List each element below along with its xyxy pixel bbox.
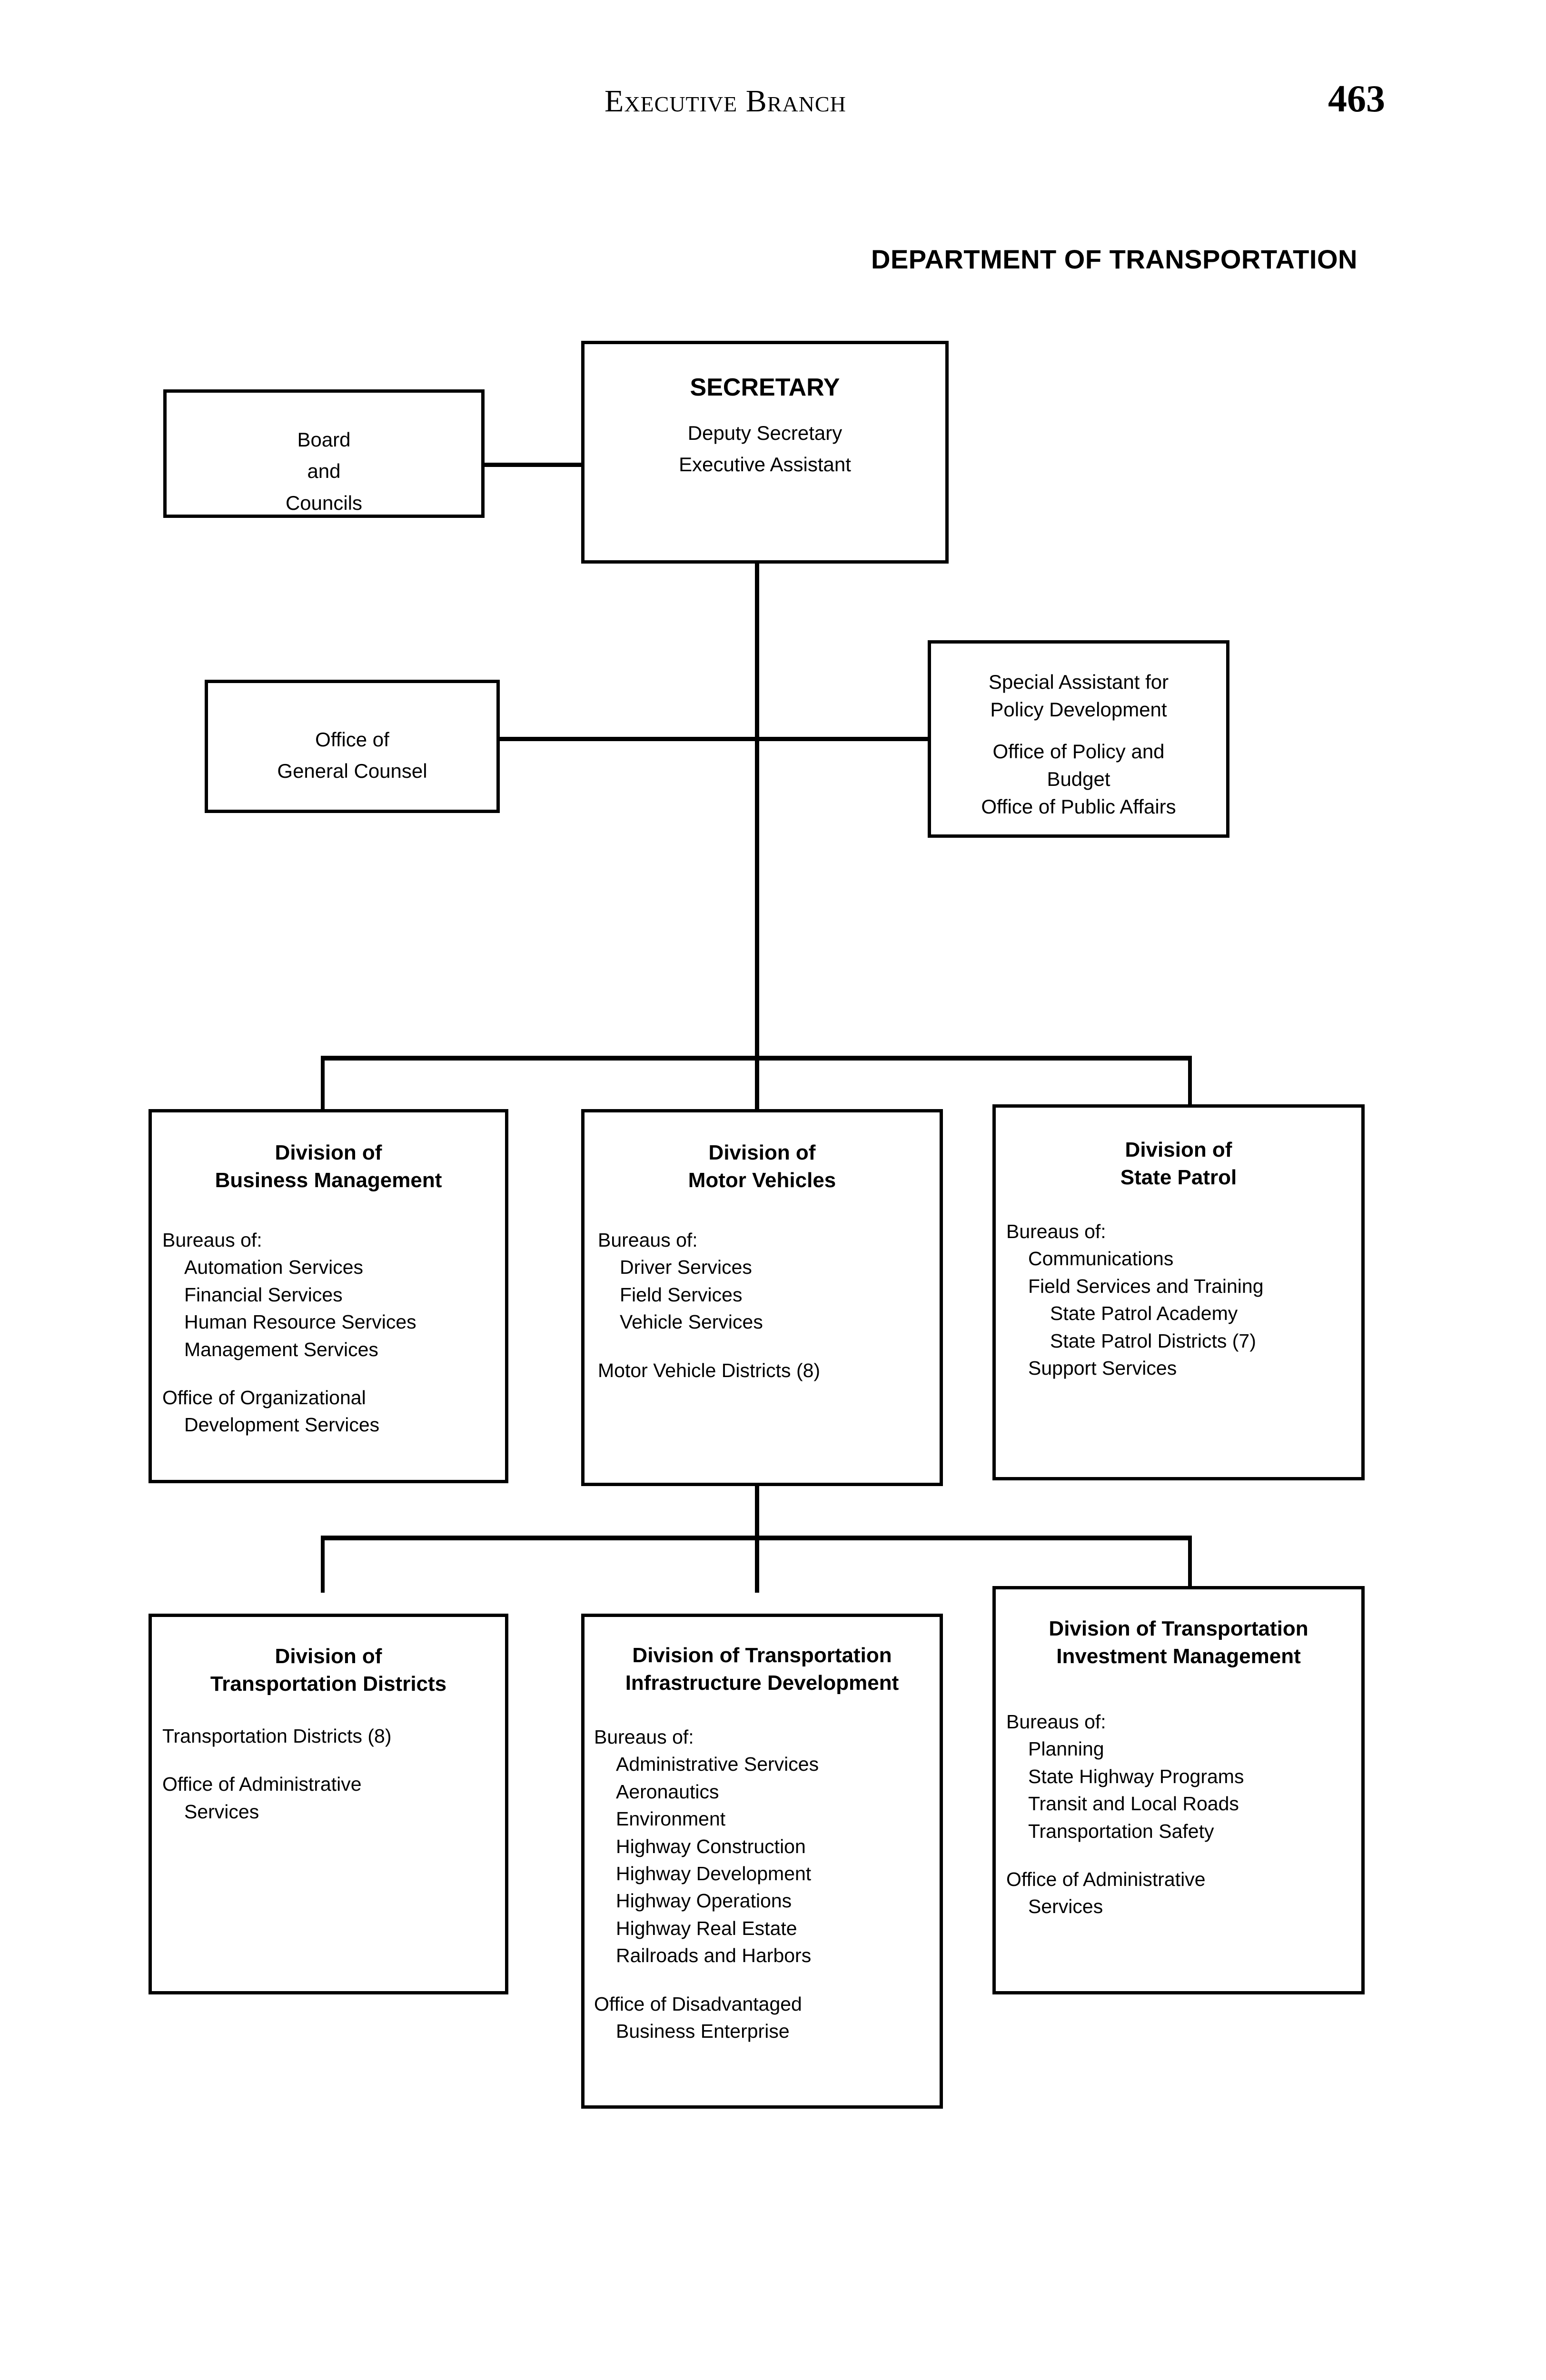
infrastructure-development-bureau-1: Administrative Services [616, 1753, 819, 1775]
board-line-2: and [307, 460, 341, 483]
motor-vehicles-bureau-2: Field Services [620, 1283, 743, 1306]
connector-board-to-secretary [483, 463, 583, 467]
node-special-assistant[interactable]: Special Assistant for Policy Development… [928, 640, 1229, 838]
infrastructure-development-bureau-3: Environment [616, 1808, 726, 1830]
node-division-motor-vehicles[interactable]: Division of Motor Vehicles Bureaus of: D… [581, 1109, 943, 1486]
investment-management-title-line-2: Investment Management [1056, 1645, 1301, 1668]
secretary-executive-assistant: Executive Assistant [679, 453, 851, 476]
transportation-districts-office-line-1: Office of Administrative [162, 1773, 362, 1795]
chart-title: DEPARTMENT OF TRANSPORTATION [871, 244, 1358, 274]
state-patrol-title-line-2: State Patrol [1120, 1166, 1237, 1190]
node-division-state-patrol[interactable]: Division of State Patrol Bureaus of: Com… [992, 1104, 1365, 1480]
business-management-title-line-2: Business Management [215, 1169, 442, 1192]
state-patrol-title-line-1: Division of [1125, 1138, 1232, 1161]
infrastructure-development-bureau-8: Railroads and Harbors [616, 1944, 812, 1967]
node-division-business-management[interactable]: Division of Business Management Bureaus … [149, 1109, 508, 1483]
special-assistant-line-4: Budget [1047, 767, 1110, 790]
infrastructure-development-bureaus-label: Bureaus of: [594, 1726, 694, 1748]
business-management-bureau-1: Automation Services [184, 1256, 364, 1279]
investment-management-bureau-4: Transportation Safety [1028, 1820, 1214, 1842]
connector-drop-investment-management [1188, 1536, 1192, 1593]
infrastructure-development-bureau-5: Highway Development [616, 1862, 812, 1884]
infrastructure-development-office-line-1: Office of Disadvantaged [594, 1993, 802, 2015]
infrastructure-development-bureau-7: Highway Real Estate [616, 1917, 797, 1939]
infrastructure-development-title-line-1: Division of Transportation [632, 1644, 892, 1667]
investment-management-office-line-2: Services [1028, 1895, 1103, 1918]
running-head: Executive Branch 463 [0, 78, 1546, 126]
investment-management-bureaus-label: Bureaus of: [1006, 1711, 1106, 1733]
state-patrol-bureau-communications: Communications [1028, 1248, 1174, 1270]
investment-management-bureau-1: Planning [1028, 1738, 1104, 1760]
infrastructure-development-title-line-2: Infrastructure Development [625, 1671, 899, 1695]
infrastructure-development-office-line-2: Business Enterprise [616, 2020, 790, 2042]
transportation-districts-title-line-2: Transportation Districts [210, 1672, 447, 1696]
node-division-transportation-districts[interactable]: Division of Transportation Districts Tra… [149, 1614, 508, 1994]
motor-vehicles-title-line-1: Division of [708, 1141, 816, 1164]
transportation-districts-count: Transportation Districts (8) [162, 1725, 392, 1747]
motor-vehicles-bureau-1: Driver Services [620, 1256, 752, 1279]
investment-management-bureau-2: State Highway Programs [1028, 1765, 1244, 1787]
infrastructure-development-bureau-2: Aeronautics [616, 1780, 719, 1803]
motor-vehicles-districts: Motor Vehicle Districts (8) [598, 1359, 821, 1381]
connector-drop-state-patrol [1188, 1056, 1192, 1113]
business-management-bureau-2: Financial Services [184, 1283, 343, 1306]
page-number: 463 [1328, 78, 1385, 120]
node-division-investment-management[interactable]: Division of Transportation Investment Ma… [992, 1586, 1365, 1994]
connector-secretary-trunk [755, 563, 759, 1539]
running-head-title: Executive Branch [605, 84, 846, 119]
secretary-deputy: Deputy Secretary [687, 421, 842, 444]
state-patrol-bureaus-label: Bureaus of: [1006, 1220, 1106, 1242]
connector-drop-transportation-districts [321, 1536, 325, 1593]
business-management-bureaus-label: Bureaus of: [162, 1229, 262, 1251]
special-assistant-line-1: Special Assistant for [988, 671, 1169, 693]
connector-drop-motor-vehicles [755, 1056, 759, 1113]
secretary-title: SECRETARY [690, 374, 840, 401]
board-line-3: Councils [285, 491, 363, 514]
general-counsel-line-1: Office of [315, 728, 389, 751]
business-management-office-line-1: Office of Organizational [162, 1386, 366, 1408]
state-patrol-bureau-support-services: Support Services [1028, 1357, 1177, 1379]
motor-vehicles-bureau-3: Vehicle Services [620, 1311, 763, 1333]
node-division-infrastructure-development[interactable]: Division of Transportation Infrastructur… [581, 1614, 943, 2109]
infrastructure-development-bureau-6: Highway Operations [616, 1890, 792, 1912]
motor-vehicles-bureaus-label: Bureaus of: [598, 1229, 698, 1251]
connector-counsel-to-special-assistant [500, 737, 928, 741]
investment-management-bureau-3: Transit and Local Roads [1028, 1793, 1239, 1815]
special-assistant-line-5: Office of Public Affairs [981, 795, 1176, 818]
investment-management-office-line-1: Office of Administrative [1006, 1868, 1206, 1890]
infrastructure-development-bureau-4: Highway Construction [616, 1835, 806, 1857]
state-patrol-districts: State Patrol Districts (7) [1050, 1329, 1256, 1352]
node-secretary[interactable]: SECRETARY Deputy Secretary Executive Ass… [581, 341, 949, 564]
state-patrol-academy: State Patrol Academy [1050, 1302, 1238, 1325]
business-management-office-line-2: Development Services [184, 1414, 380, 1436]
board-line-1: Board [297, 428, 351, 451]
business-management-bureau-3: Human Resource Services [184, 1311, 416, 1333]
node-board-and-councils[interactable]: Board and Councils [163, 389, 485, 518]
transportation-districts-title-line-1: Division of [275, 1645, 382, 1668]
special-assistant-line-2: Policy Development [990, 698, 1167, 721]
connector-drop-infrastructure-development [755, 1536, 759, 1593]
special-assistant-line-3: Office of Policy and [992, 740, 1165, 763]
business-management-title-line-1: Division of [275, 1141, 382, 1164]
connector-drop-business-management [321, 1056, 325, 1113]
state-patrol-bureau-field-services-training: Field Services and Training [1028, 1275, 1264, 1297]
general-counsel-line-2: General Counsel [277, 760, 427, 783]
motor-vehicles-title-line-2: Motor Vehicles [688, 1169, 836, 1192]
investment-management-title-line-1: Division of Transportation [1049, 1617, 1308, 1640]
transportation-districts-office-line-2: Services [184, 1800, 259, 1823]
business-management-bureau-4: Management Services [184, 1338, 378, 1360]
node-office-of-general-counsel[interactable]: Office of General Counsel [205, 680, 500, 813]
